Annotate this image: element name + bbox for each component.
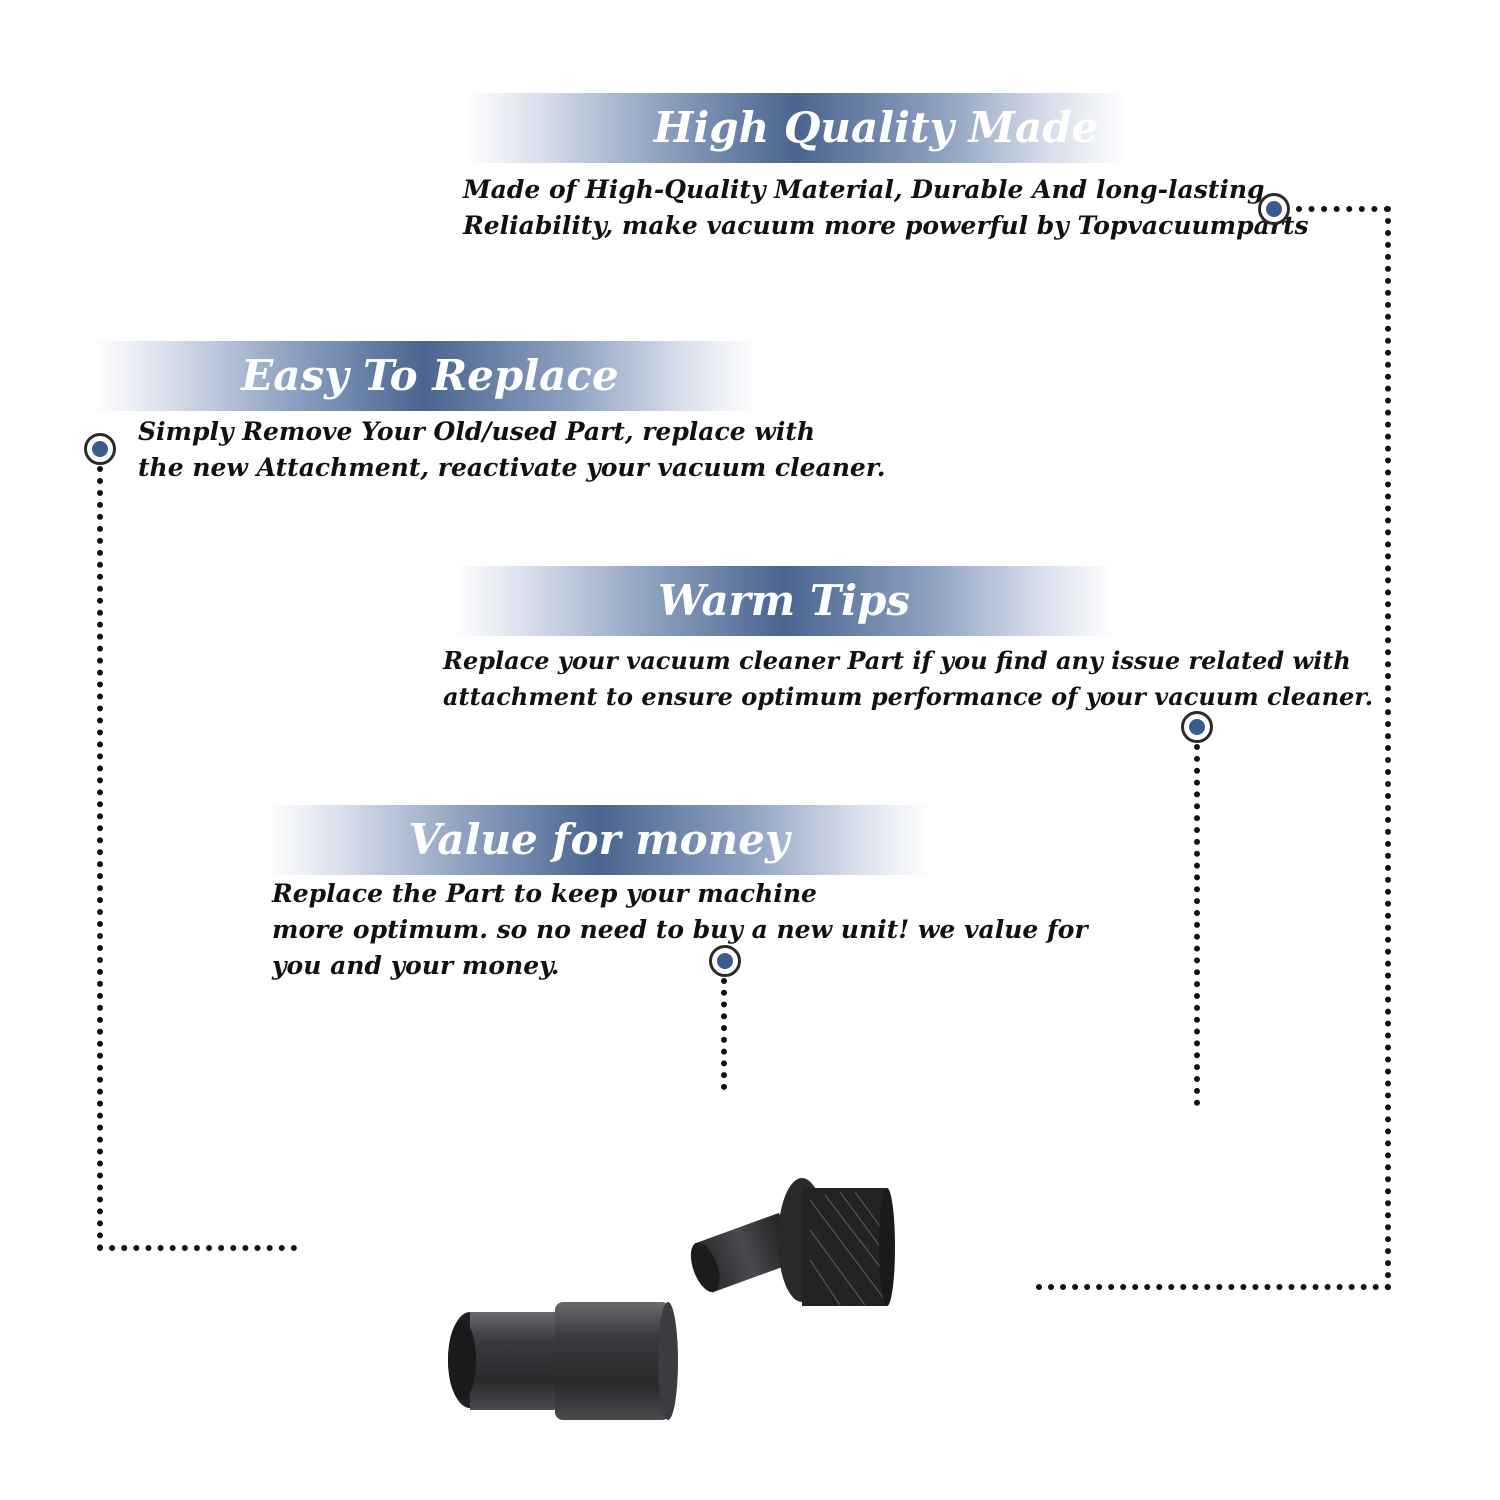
banner-easy-replace: Easy To Replace <box>94 341 756 411</box>
connector-line <box>1036 1284 1391 1290</box>
section-description: Made of High-Quality Material, Durable A… <box>463 172 1309 244</box>
connector-line <box>1194 744 1200 1106</box>
description-line: Replace the Part to keep your machine <box>272 879 817 908</box>
section-title: High Quality Made <box>653 103 1099 152</box>
adapter-image <box>448 1302 678 1420</box>
section-description: Replace your vacuum cleaner Part if you … <box>443 643 1373 715</box>
section-description: Simply Remove Your Old/used Part, replac… <box>138 414 885 486</box>
marker-icon <box>1258 193 1290 225</box>
description-line: attachment to ensure optimum performance… <box>443 682 1374 711</box>
connector-line <box>97 466 103 1251</box>
banner-value-money: Value for money <box>268 805 930 875</box>
description-line: Reliability, make vacuum more powerful b… <box>463 211 1309 240</box>
banner-high-quality: High Quality Made <box>466 93 1126 163</box>
description-line: Simply Remove Your Old/used Part, replac… <box>138 417 816 446</box>
connector-line <box>97 1245 297 1251</box>
marker-icon <box>1181 711 1213 743</box>
connector-line <box>1385 206 1391 1291</box>
banner-warm-tips: Warm Tips <box>453 566 1115 636</box>
description-line: more optimum. so no need to buy a new un… <box>272 915 1088 944</box>
connector-line <box>721 978 727 1090</box>
connector-line <box>1296 206 1390 212</box>
brush-image <box>690 1178 895 1306</box>
marker-icon <box>709 945 741 977</box>
description-line: you and your money. <box>272 951 560 980</box>
description-line: the new Attachment, reactivate your vacu… <box>138 453 886 482</box>
description-line: Replace your vacuum cleaner Part if you … <box>443 646 1351 675</box>
section-title: Value for money <box>408 815 790 864</box>
section-title: Easy To Replace <box>241 351 619 400</box>
description-line: Made of High-Quality Material, Durable A… <box>463 175 1265 204</box>
section-description: Replace the Part to keep your machine mo… <box>272 876 1088 984</box>
marker-icon <box>84 433 116 465</box>
section-title: Warm Tips <box>657 576 911 625</box>
